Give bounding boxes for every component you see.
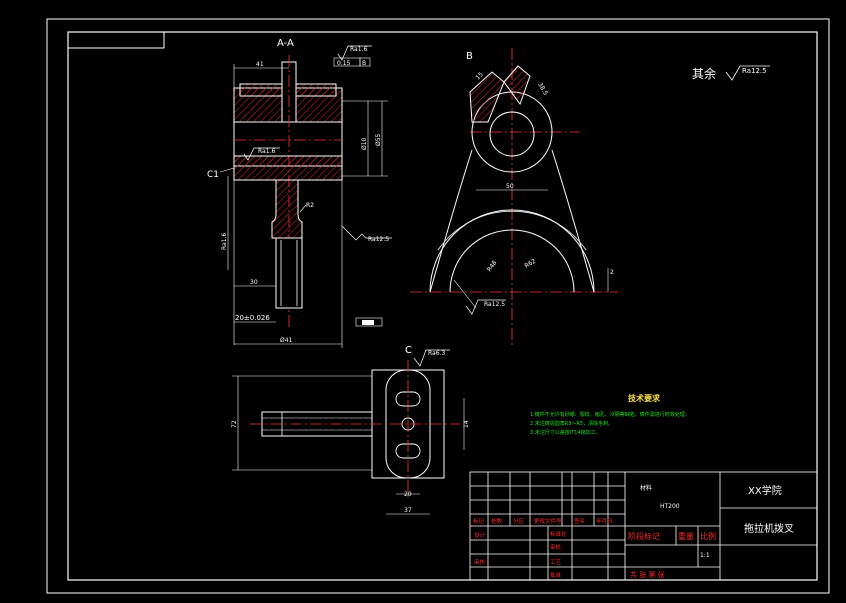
chamfer-label: C1	[207, 170, 219, 180]
svg-text:Ra12.5: Ra12.5	[484, 301, 505, 308]
view-c: C Ra6.3 72 14 20 37	[231, 345, 470, 515]
svg-text:审核: 审核	[550, 543, 562, 551]
svg-text:Ra12.5: Ra12.5	[368, 236, 389, 243]
dim-tol-20: 20±0.026	[235, 314, 270, 322]
dim-b-small: 2	[610, 269, 614, 276]
view-b-label: B	[466, 51, 473, 62]
svg-text:Ra1.6: Ra1.6	[258, 148, 275, 155]
school-name: XX学院	[748, 484, 782, 497]
dim-c-bottom2: 37	[404, 507, 412, 514]
section-aa-view: A-A 41 Ø55 Ø10 Ra1.6 30 20±0.02	[207, 38, 392, 348]
roughness-mark-3: Ra12.5	[341, 225, 392, 243]
tech-line-1: 1.铸件不允许有砂眼、裂纹、缩孔、冷隔等缺陷，铸件需进行时效处理。	[530, 411, 690, 418]
section-aa-label: A-A	[277, 38, 294, 49]
material-value: HT200	[660, 503, 680, 510]
dim-width-30: 30	[250, 279, 258, 286]
dim-c-width: 14	[463, 420, 470, 428]
svg-text:处数: 处数	[491, 517, 503, 525]
dim-b-chord: 50	[506, 183, 514, 190]
weight-label: 重量	[678, 531, 694, 541]
material-label: 材料	[640, 484, 652, 492]
dim-overall-width: Ø41	[280, 337, 293, 344]
svg-text:设计: 设计	[474, 531, 486, 539]
svg-text:Ra6.3: Ra6.3	[428, 350, 445, 357]
tech-title: 技术要求	[628, 393, 661, 403]
svg-text:Ra1.6: Ra1.6	[350, 46, 367, 53]
scale-label: 比例	[700, 531, 716, 541]
title-block	[469, 471, 818, 581]
svg-text:其余: 其余	[692, 66, 716, 81]
title-block-text: 材料 HT200 XX学院 拖拉机拨叉 标记 处数 分区 更改文件号 签名 年月…	[473, 484, 794, 579]
dim-b-r2: R62	[524, 258, 538, 270]
scale-value: 1:1	[700, 552, 710, 559]
dim-top-width: 41	[256, 61, 264, 68]
svg-text:年月日: 年月日	[596, 517, 613, 525]
view-b: B 50 R48 R62 15 38.5 2 Ra12.5 其余	[410, 48, 770, 345]
svg-text:审核: 审核	[474, 558, 486, 566]
svg-text:分区: 分区	[513, 517, 525, 525]
svg-text:标准化: 标准化	[550, 530, 567, 538]
dim-c-bottom: 20	[404, 491, 412, 498]
outer-border	[46, 18, 830, 594]
svg-text:签名: 签名	[574, 517, 585, 525]
dim-b-38: 38.5	[536, 82, 549, 97]
inner-border	[67, 31, 818, 581]
tech-requirements: 技术要求 1.铸件不允许有砂眼、裂纹、缩孔、冷隔等缺陷，铸件需进行时效处理。 2…	[530, 393, 690, 436]
top-left-code-box	[67, 31, 165, 49]
roughness-mark-5: Ra6.3	[413, 349, 450, 367]
stage-label: 阶段标记	[628, 531, 660, 541]
svg-text:标记: 标记	[473, 517, 485, 525]
tech-line-2: 2.未注铸造圆角R3～R5，清除毛刺。	[530, 420, 613, 427]
svg-text:Ra12.5: Ra12.5	[742, 67, 767, 75]
dim-b-15: 15	[474, 71, 484, 81]
svg-text:Ra1.6: Ra1.6	[221, 233, 228, 250]
dim-radius: R2	[306, 202, 314, 209]
tech-line-3: 3.未注尺寸公差按IT14级加工。	[530, 429, 601, 436]
roughness-mark-2: Ra1.6	[243, 147, 280, 161]
remaining-surface-note: 其余 Ra12.5	[692, 65, 770, 81]
svg-text:更改文件号: 更改文件号	[534, 517, 562, 525]
roughness-mark-4: Ra12.5	[465, 299, 506, 315]
svg-text:批准: 批准	[550, 571, 562, 579]
dim-bore: Ø10	[361, 137, 368, 150]
dim-dia-55: Ø55	[375, 133, 382, 146]
view-c-label: C	[405, 345, 412, 356]
sheet-label: 共 张 第 张	[630, 570, 665, 579]
svg-text:0.15: 0.15	[337, 60, 351, 67]
dim-c-height: 72	[231, 420, 238, 428]
svg-text:工艺: 工艺	[550, 559, 562, 566]
dim-b-r1: R48	[486, 259, 499, 273]
gdt-frame: 0.15 B	[333, 57, 383, 327]
part-name: 拖拉机拨叉	[744, 522, 794, 535]
roughness-mark-1: Ra1.6	[337, 45, 372, 61]
svg-text:B: B	[362, 60, 366, 67]
